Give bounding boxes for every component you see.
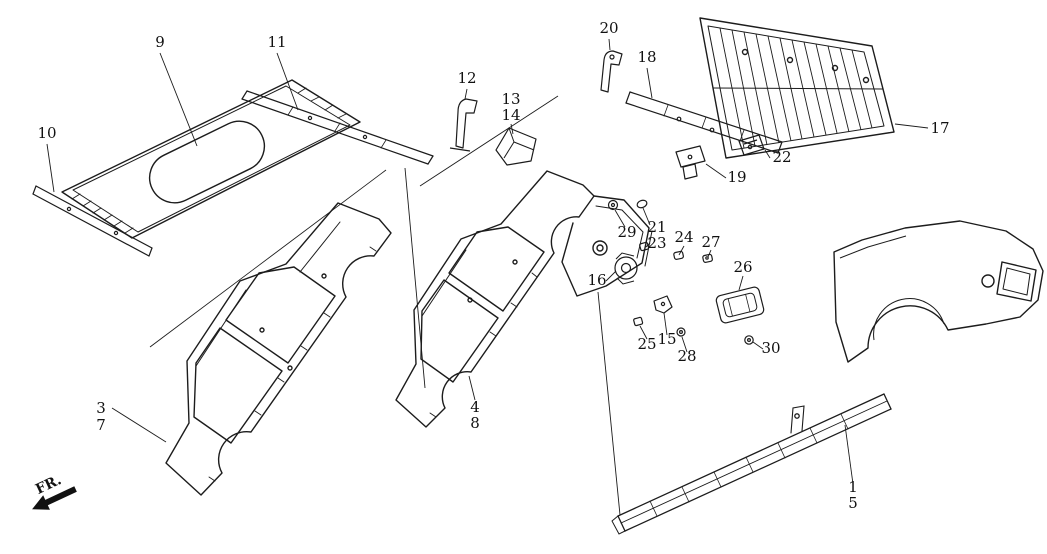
- front-door-opening-inner: [420, 279, 499, 383]
- fuel-filler-pocket-16: [614, 252, 638, 285]
- callout-11: 11: [267, 33, 286, 51]
- callout-17: 17: [930, 119, 949, 137]
- callout-18: 18: [637, 48, 656, 66]
- front-roof-rail: [32, 185, 153, 257]
- fuel-filler-hole: [592, 240, 608, 256]
- bolt-28: [676, 327, 686, 337]
- bolt-30: [744, 335, 754, 345]
- callout-26: 26: [733, 258, 752, 276]
- rocker-hatch: [208, 246, 377, 482]
- callout-7: 7: [96, 416, 106, 434]
- wheel-arch-flange: [873, 298, 945, 341]
- bracket-13-14: [495, 127, 537, 166]
- callout-29: 29: [617, 223, 636, 241]
- group-boundary-lines: [149, 95, 621, 516]
- callout-8: 8: [470, 414, 480, 432]
- side-sill-panel: [611, 393, 892, 535]
- callout-3: 3: [96, 399, 106, 417]
- callout-4: 4: [470, 398, 480, 416]
- roof-edge-hatch: [71, 87, 347, 234]
- callout-23: 23: [647, 234, 666, 252]
- roof-side-rail: [241, 90, 434, 165]
- callout-28: 28: [677, 347, 696, 365]
- bracket-15: [653, 295, 673, 314]
- callout-25: 25: [637, 335, 656, 353]
- rear-panel: [699, 17, 895, 159]
- callout-16: 16: [587, 271, 606, 289]
- sill-hatch: [649, 413, 849, 517]
- bracket-22: [738, 134, 765, 156]
- leader-lines: [46, 38, 929, 485]
- rocker-hatch-inner: [429, 272, 538, 418]
- roof-panel: [61, 79, 361, 239]
- clip-24: [673, 250, 684, 260]
- clip-27: [702, 253, 713, 263]
- fr-direction-arrow: FR.: [32, 472, 77, 510]
- bracket-19: [675, 145, 706, 180]
- rear-door-opening-inner: [448, 226, 545, 312]
- rear-panel-crossmember: [625, 91, 783, 154]
- side-panel-inner: [395, 170, 653, 428]
- side-panel-outer: [165, 202, 392, 496]
- clip-21: [636, 199, 648, 209]
- taillight-pocket-26: [715, 286, 765, 324]
- callout-5: 5: [848, 494, 858, 512]
- callout-15: 15: [657, 330, 676, 348]
- bracket-12: [449, 98, 478, 152]
- callout-9: 9: [155, 33, 165, 51]
- callout-20: 20: [599, 19, 618, 37]
- callout-12: 12: [457, 69, 476, 87]
- callout-14: 14: [501, 106, 520, 124]
- rear-quarter-inner: [561, 195, 650, 297]
- callout-10: 10: [37, 124, 56, 142]
- callout-19: 19: [727, 168, 746, 186]
- fr-arrow-glyph: [32, 486, 77, 510]
- rear-door-opening: [225, 266, 336, 364]
- callout-labels: 9 11 10 12 13 14 20 18 17 22 19 29 21 23…: [37, 19, 949, 512]
- callout-22: 22: [772, 148, 791, 166]
- callout-24: 24: [674, 228, 693, 246]
- taillight-recess: [996, 261, 1037, 302]
- callout-21: 21: [647, 218, 666, 236]
- clip-25: [633, 316, 644, 327]
- callout-1: 1: [848, 478, 858, 496]
- callout-30: 30: [761, 339, 780, 357]
- bracket-20: [600, 50, 623, 93]
- bolt-29: [607, 199, 619, 211]
- callout-27: 27: [701, 233, 720, 251]
- callout-13: 13: [501, 90, 520, 108]
- sunroof-opening: [148, 120, 266, 204]
- sill-tab: [790, 405, 805, 434]
- rear-quarter-panel: [833, 220, 1044, 363]
- front-door-opening: [193, 327, 283, 444]
